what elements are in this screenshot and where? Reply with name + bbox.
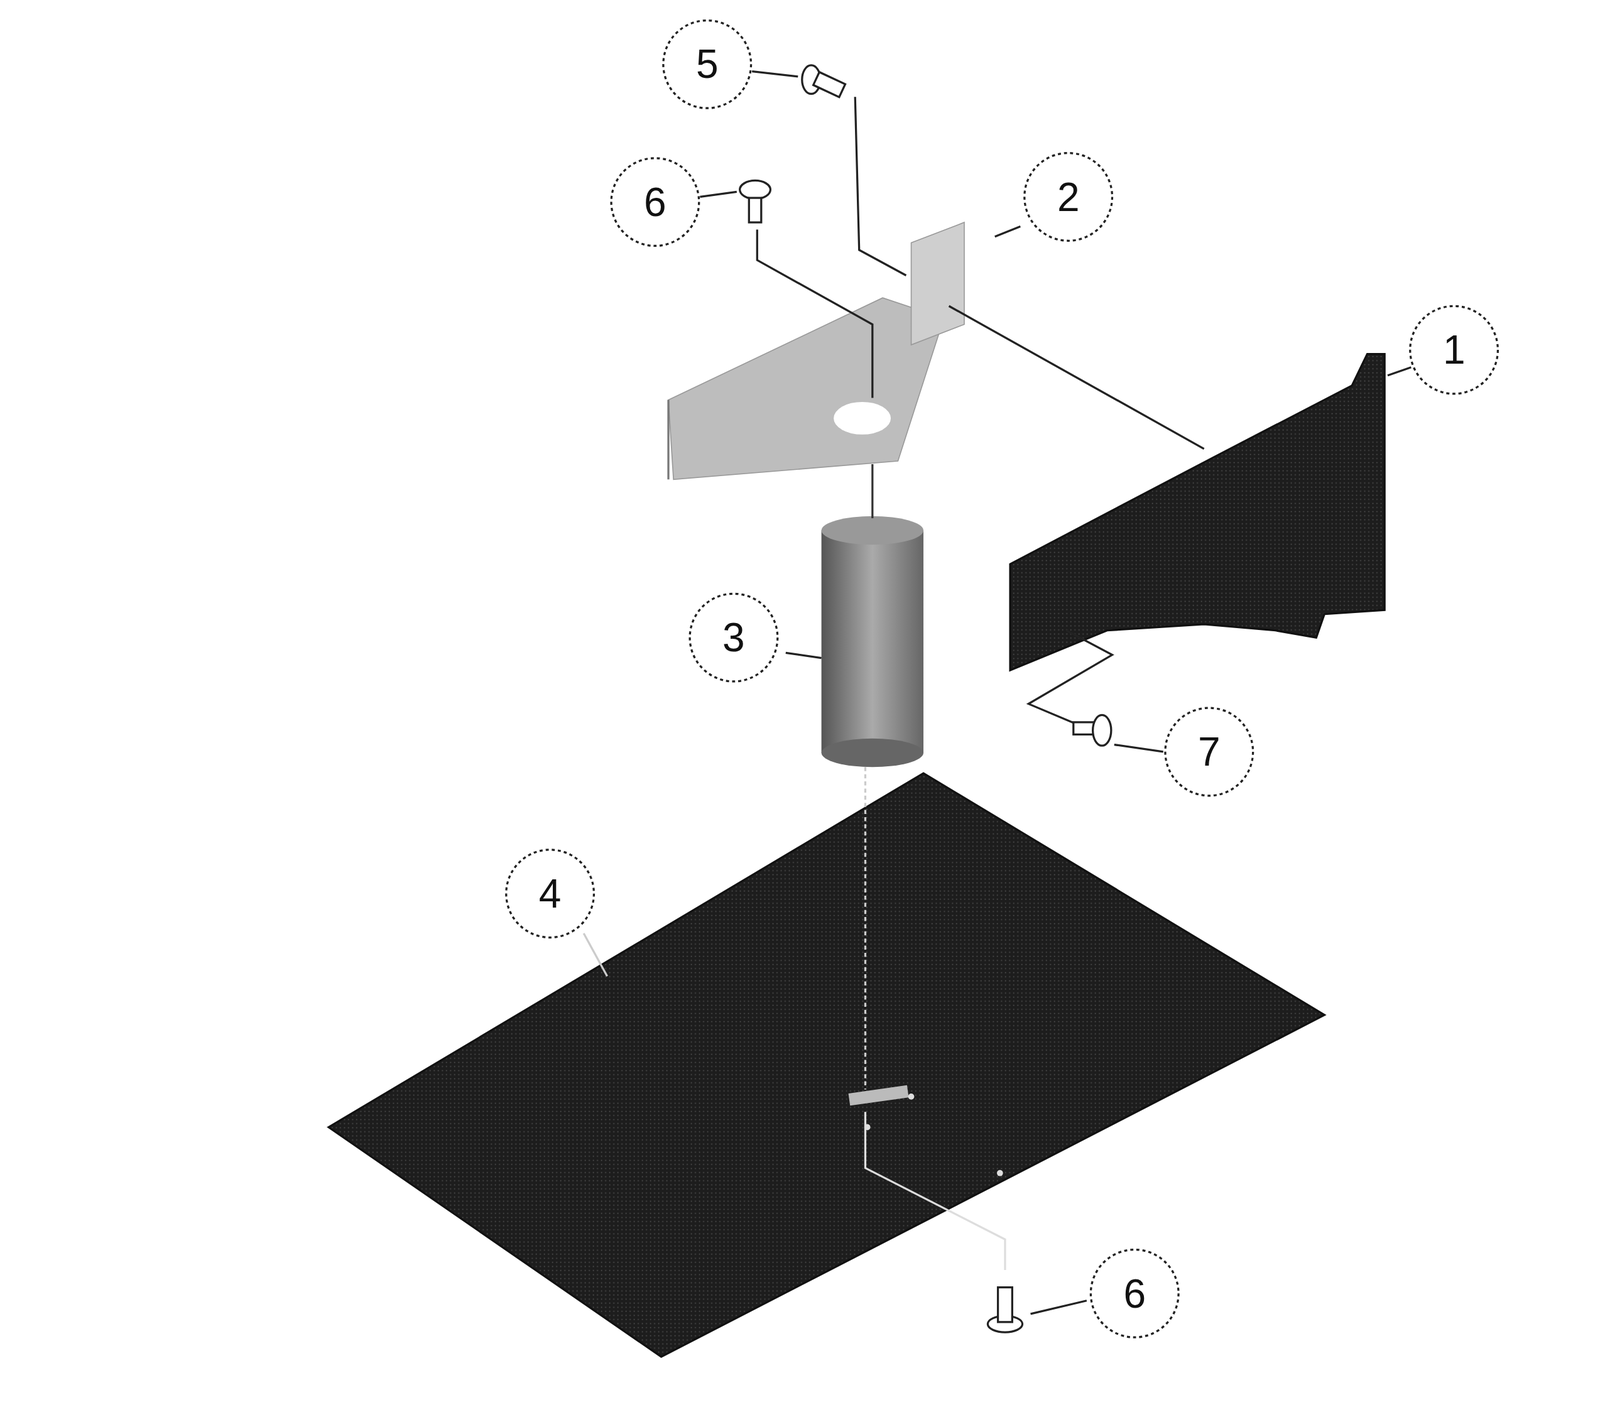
screw [740, 180, 771, 223]
screw [802, 65, 846, 98]
callout-number: 6 [1123, 1273, 1146, 1315]
callout-number: 3 [722, 617, 746, 658]
callout-number: 4 [538, 873, 562, 915]
leader-line [864, 760, 867, 1090]
bracket [668, 222, 965, 480]
callout-number: 7 [1197, 731, 1221, 773]
callout-number: 5 [696, 43, 719, 85]
leader-line [865, 1111, 1006, 1271]
screw [1073, 714, 1112, 746]
callout-circle [506, 20, 1499, 1338]
base-plate [328, 773, 1325, 1357]
mount-panel [1010, 354, 1385, 671]
screw [987, 1287, 1023, 1333]
callout-number: 6 [643, 182, 667, 223]
callout-number: 1 [1442, 329, 1466, 371]
callout-number: 2 [1057, 177, 1080, 218]
neck-cylinder [821, 516, 924, 768]
base-slot [848, 1085, 909, 1106]
